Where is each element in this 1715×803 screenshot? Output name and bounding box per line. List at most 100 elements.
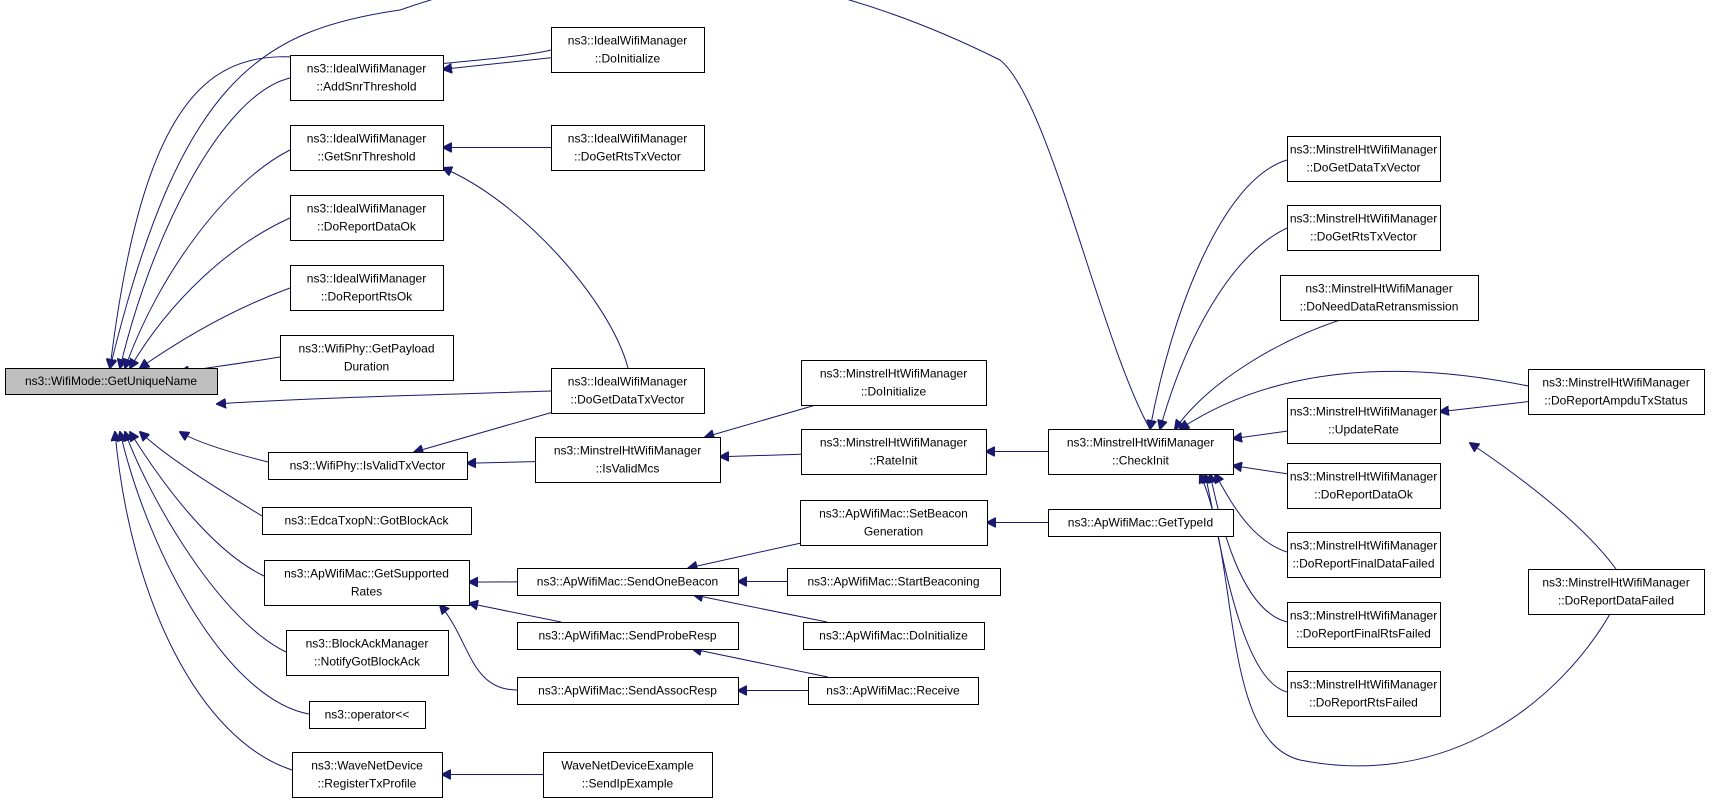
node-ap_spr[interactable]: ns3::ApWifiMac::SendProbeResp bbox=[517, 622, 739, 650]
call-edge-mh_ci-to-root bbox=[110, 0, 1151, 430]
node-label: ns3::ApWifiMac::DoInitialize bbox=[819, 629, 968, 643]
node-iw_data[interactable]: ns3::IdealWifiManager::DoGetDataTxVector bbox=[551, 368, 705, 414]
call-edge-mh_ur-to-mh_ci bbox=[1233, 430, 1288, 439]
node-label: ns3::ApWifiMac::SendOneBeacon bbox=[537, 575, 718, 589]
call-edge-iw_data-to-root bbox=[217, 390, 552, 404]
node-box bbox=[1287, 205, 1441, 251]
node-iw_add[interactable]: ns3::IdealWifiManager::AddSnrThreshold bbox=[290, 55, 444, 101]
node-wnd_rtp[interactable]: ns3::WaveNetDevice::RegisterTxProfile bbox=[292, 752, 443, 798]
node-label: ns3::WifiMode::GetUniqueName bbox=[25, 374, 197, 388]
node-label: ::DoInitialize bbox=[861, 385, 927, 399]
node-root[interactable]: ns3::WifiMode::GetUniqueName bbox=[5, 368, 218, 395]
call-edge-ap_sar-to-ap_gsr bbox=[440, 605, 518, 691]
node-ap_sb[interactable]: ns3::ApWifiMac::StartBeaconing bbox=[787, 568, 1001, 596]
call-edge-mh_ratx-to-mh_ur bbox=[1440, 401, 1529, 412]
node-mh_ri[interactable]: ns3::MinstrelHtWifiManager::RateInit bbox=[801, 429, 987, 475]
node-label: WaveNetDeviceExample bbox=[561, 759, 694, 773]
node-label: ::DoGetDataTxVector bbox=[570, 393, 684, 407]
node-mh_rdf[interactable]: ns3::MinstrelHtWifiManager::DoReportData… bbox=[1528, 569, 1705, 615]
node-mh_ur[interactable]: ns3::MinstrelHtWifiManager::UpdateRate bbox=[1287, 398, 1441, 444]
node-box bbox=[517, 677, 739, 705]
node-ap_gti[interactable]: ns3::ApWifiMac::GetTypeId bbox=[1048, 509, 1234, 537]
node-label: ::DoReportDataFailed bbox=[1558, 594, 1674, 608]
node-mh_dgr[interactable]: ns3::MinstrelHtWifiManager::DoGetRtsTxVe… bbox=[1287, 205, 1441, 251]
node-label: ns3::MinstrelHtWifiManager bbox=[820, 436, 967, 450]
call-edge-iw_data-to-phy_iv bbox=[414, 412, 552, 452]
node-ap_sob[interactable]: ns3::ApWifiMac::SendOneBeacon bbox=[517, 568, 739, 596]
call-edge-edca-to-root bbox=[140, 432, 263, 517]
node-label: ns3::operator<< bbox=[325, 708, 410, 722]
node-box bbox=[286, 630, 449, 676]
node-box bbox=[801, 429, 987, 475]
call-edge-iw_rdo-to-root bbox=[130, 217, 291, 368]
node-mh_rfdf[interactable]: ns3::MinstrelHtWifiManager::DoReportFina… bbox=[1287, 532, 1441, 578]
node-iw_rdo[interactable]: ns3::IdealWifiManager::DoReportDataOk bbox=[290, 195, 444, 241]
node-label: ns3::MinstrelHtWifiManager bbox=[820, 367, 967, 381]
node-label: ns3::BlockAckManager bbox=[306, 637, 429, 651]
node-op[interactable]: ns3::operator<< bbox=[309, 701, 426, 729]
node-box bbox=[1287, 671, 1441, 717]
node-box bbox=[801, 360, 987, 406]
call-edge-iw_data-to-iw_get bbox=[443, 168, 629, 369]
node-mh_rrf[interactable]: ns3::MinstrelHtWifiManager::DoReportRtsF… bbox=[1287, 671, 1441, 717]
node-box bbox=[290, 195, 444, 241]
node-box bbox=[290, 55, 444, 101]
call-edge-phy_iv-to-root bbox=[180, 432, 269, 463]
call-edge-mh_rrf-to-mh_ci bbox=[1205, 474, 1288, 693]
node-box bbox=[262, 507, 472, 535]
node-box bbox=[803, 622, 985, 650]
node-ap_di[interactable]: ns3::ApWifiMac::DoInitialize bbox=[803, 622, 985, 650]
node-mh_ratx[interactable]: ns3::MinstrelHtWifiManager::DoReportAmpd… bbox=[1528, 369, 1705, 415]
node-label: ns3::MinstrelHtWifiManager bbox=[1290, 405, 1437, 419]
call-edge-mh_ndr-to-mh_ci bbox=[1175, 319, 1341, 429]
node-iw_get[interactable]: ns3::IdealWifiManager::GetSnrThreshold bbox=[290, 125, 444, 171]
node-label: ::DoGetRtsTxVector bbox=[1310, 230, 1417, 244]
call-edge-mh_ri-to-mh_ivm bbox=[720, 454, 802, 456]
node-ap_sar[interactable]: ns3::ApWifiMac::SendAssocResp bbox=[517, 677, 739, 705]
node-box bbox=[264, 560, 470, 606]
node-label: ns3::MinstrelHtWifiManager bbox=[1305, 282, 1452, 296]
node-label: ns3::EdcaTxopN::GotBlockAck bbox=[284, 514, 449, 528]
node-label: Generation bbox=[864, 525, 923, 539]
node-iw_rro[interactable]: ns3::IdealWifiManager::DoReportRtsOk bbox=[290, 265, 444, 311]
node-label: ns3::IdealWifiManager bbox=[307, 202, 426, 216]
node-label: ::GetSnrThreshold bbox=[317, 150, 415, 164]
node-box bbox=[1528, 369, 1705, 415]
node-mh_ivm[interactable]: ns3::MinstrelHtWifiManager::IsValidMcs bbox=[535, 437, 721, 483]
node-label: ::AddSnrThreshold bbox=[316, 80, 416, 94]
node-label: ::DoReportDataOk bbox=[1314, 488, 1414, 502]
node-mh_init[interactable]: ns3::MinstrelHtWifiManager::DoInitialize bbox=[801, 360, 987, 406]
node-iw_rts[interactable]: ns3::IdealWifiManager::DoGetRtsTxVector bbox=[551, 125, 705, 171]
node-bam[interactable]: ns3::BlockAckManager::NotifyGotBlockAck bbox=[286, 630, 449, 676]
call-edge-mh_rdf-to-mh_ur bbox=[1470, 443, 1617, 570]
node-mh_ndr[interactable]: ns3::MinstrelHtWifiManager::DoNeedDataRe… bbox=[1280, 275, 1479, 321]
node-edca[interactable]: ns3::EdcaTxopN::GotBlockAck bbox=[262, 507, 472, 535]
node-label: ::CheckInit bbox=[1112, 454, 1169, 468]
call-edge-mh_dgd-to-mh_ci bbox=[1150, 159, 1288, 429]
node-box bbox=[551, 368, 705, 414]
node-label: ::DoReportRtsFailed bbox=[1309, 696, 1418, 710]
node-label: ns3::MinstrelHtWifiManager bbox=[554, 444, 701, 458]
node-label: ns3::MinstrelHtWifiManager bbox=[1290, 470, 1437, 484]
node-label: ns3::MinstrelHtWifiManager bbox=[1290, 143, 1437, 157]
node-box bbox=[1287, 136, 1441, 182]
call-edge-ap_gsr-to-root bbox=[130, 432, 265, 577]
node-wnde[interactable]: WaveNetDeviceExample::SendIpExample bbox=[543, 752, 713, 798]
call-edge-iw_rro-to-root bbox=[140, 287, 291, 368]
node-phy_iv[interactable]: ns3::WifiPhy::IsValidTxVector bbox=[268, 452, 468, 480]
node-mh_rfrf[interactable]: ns3::MinstrelHtWifiManager::DoReportFina… bbox=[1287, 602, 1441, 648]
node-box bbox=[1280, 275, 1479, 321]
node-mh_ci[interactable]: ns3::MinstrelHtWifiManager::CheckInit bbox=[1048, 429, 1234, 475]
node-label: ::NotifyGotBlockAck bbox=[314, 655, 421, 669]
node-label: ns3::WaveNetDevice bbox=[311, 759, 423, 773]
node-label: ns3::MinstrelHtWifiManager bbox=[1290, 212, 1437, 226]
node-box bbox=[1048, 429, 1234, 475]
node-iw_init[interactable]: ns3::IdealWifiManager::DoInitialize bbox=[551, 27, 705, 73]
node-mh_dgd[interactable]: ns3::MinstrelHtWifiManager::DoGetDataTxV… bbox=[1287, 136, 1441, 182]
node-mh_rdo[interactable]: ns3::MinstrelHtWifiManager::DoReportData… bbox=[1287, 463, 1441, 509]
node-ap_rcv[interactable]: ns3::ApWifiMac::Receive bbox=[808, 677, 979, 705]
node-label: ns3::MinstrelHtWifiManager bbox=[1290, 678, 1437, 692]
